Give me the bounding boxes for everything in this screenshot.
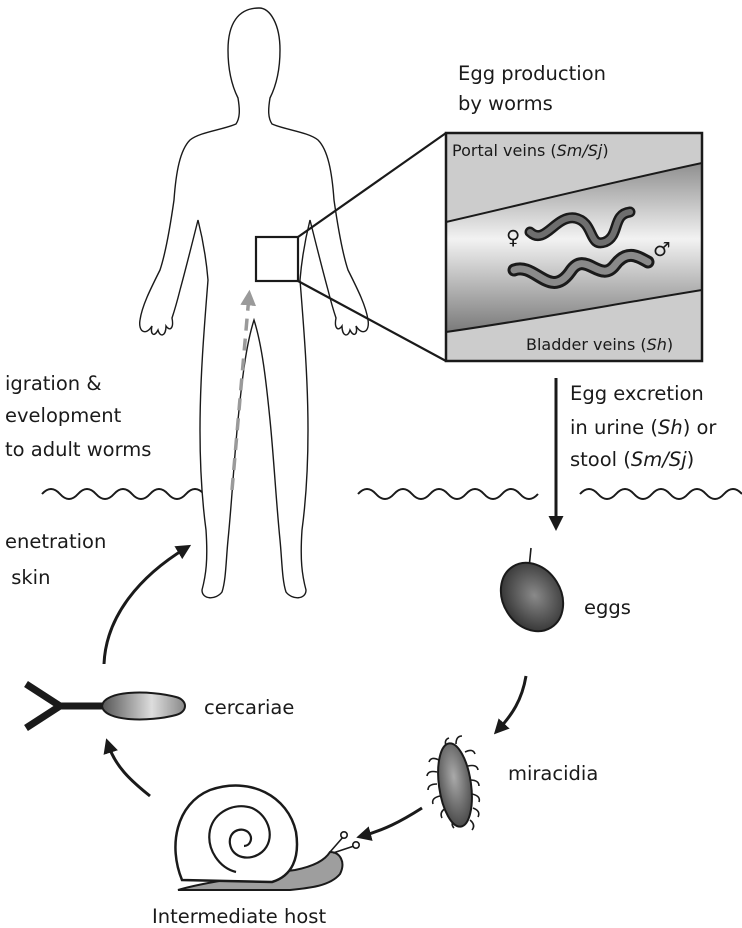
portal-veins-label: Portal veins (Sm/Sj): [452, 141, 609, 160]
human-body-outline: [140, 8, 369, 598]
snail-icon: [175, 786, 359, 890]
water-surface-waves: [42, 489, 742, 499]
egg-excretion-label: Egg excretion in urine (Sh) or stool (Sm…: [570, 382, 723, 471]
cycle-arrows: [104, 378, 556, 836]
zoom-box: [256, 237, 298, 281]
cercariae-label: cercariae: [204, 696, 294, 719]
arrow-miracidia-to-snail: [362, 808, 422, 836]
female-symbol: ♀: [506, 226, 520, 249]
eggs-label: eggs: [584, 596, 631, 619]
cercaria-icon: [26, 684, 185, 728]
egg-icon: [488, 548, 575, 643]
bladder-veins-label: Bladder veins (Sh): [526, 335, 673, 354]
miracidium-icon: [427, 736, 479, 830]
egg-production-label: Egg production by worms: [458, 62, 612, 115]
male-symbol: ♂: [653, 238, 670, 261]
miracidia-label: miracidia: [508, 762, 598, 785]
zoom-line-bottom: [298, 281, 446, 361]
arrow-cercariae-to-skin: [104, 548, 186, 664]
migration-development-label: igration & evelopment to adult worms: [5, 372, 151, 461]
intermediate-host-label: Intermediate host: [152, 905, 326, 928]
arrow-snail-to-cercariae: [108, 744, 150, 796]
arrow-eggs-to-miracidia: [498, 676, 526, 730]
penetration-label: enetration skin: [0, 0, 137, 589]
